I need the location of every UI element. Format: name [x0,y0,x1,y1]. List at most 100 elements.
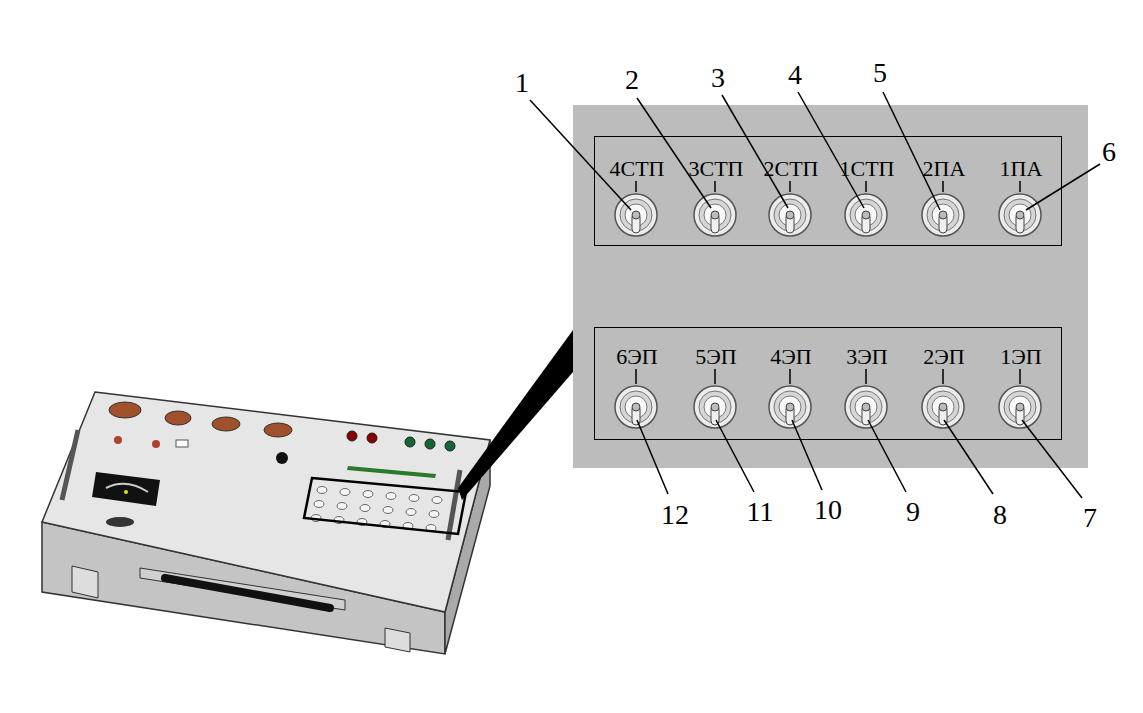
meter [92,472,160,506]
switch-label: 3ЭП [846,345,887,369]
mini-switch [429,511,439,518]
knob [212,417,240,431]
callout-number: 1 [515,68,529,98]
leader-line [792,420,822,490]
toggle-switch [845,386,887,428]
button [347,431,357,441]
switch-group-box: 4СТП 3СТП 2СТП 1СТП 2ПА 1ПА [594,136,1062,246]
toggle-switch [922,386,964,428]
leader-line [944,420,993,494]
leader-line [1022,420,1082,498]
switch-pivot [786,211,794,219]
switch-pivot [1016,403,1024,411]
zoom-frame [304,478,466,534]
grip [62,430,78,500]
switch-label: 5ЭП [695,345,736,369]
latch [72,566,98,598]
callout-number: 12 [661,500,689,530]
tick [714,369,716,384]
case-top [42,392,490,612]
button [405,437,415,447]
leader-line [637,98,711,208]
mini-switch [360,505,370,512]
leader-line [637,420,668,494]
switch-label: 4СТП [610,157,665,181]
tick [942,181,944,192]
button [445,441,455,451]
switch-pivot [939,403,947,411]
lamp [114,436,122,444]
tick [635,181,637,192]
button [425,439,435,449]
latch [385,628,410,652]
toggle-switch [999,194,1041,236]
switch-label: 3СТП [689,157,744,181]
handle-base [140,568,345,610]
switch-pivot [1016,211,1024,219]
toggle-switch [845,194,887,236]
callout-number: 7 [1083,503,1097,533]
switch-label: 1ПА [1000,157,1043,181]
leader-line [883,92,940,210]
callout-number: 2 [625,65,639,95]
tick [1019,181,1021,192]
leader-line [798,92,864,208]
knob [165,411,191,425]
switch-pivot [632,403,640,411]
switch-pivot [786,403,794,411]
switch-label: 6ЭП [616,345,657,369]
tick [789,369,791,384]
mini-switch [317,487,327,494]
mini-switch [386,493,396,500]
switch-label: 2СТП [764,157,819,181]
toggle-switch [694,386,736,428]
panel [573,105,1088,468]
tick [635,369,637,384]
callout-number: 8 [993,500,1007,530]
tick [789,181,791,192]
mini-switch [314,501,324,508]
tick [865,181,867,192]
mini-switch [340,489,350,496]
knob [109,402,141,418]
leader-lines [530,92,1100,498]
callout-number: 10 [814,495,842,525]
leader-line [868,420,906,492]
callout-number: 5 [873,58,887,88]
callout-number: 9 [906,497,920,527]
switch-label: 4ЭП [770,345,811,369]
switch-pivot [862,211,870,219]
leader-line [716,420,754,492]
switch-pivot [862,403,870,411]
meter-dot [124,490,128,494]
switch-label: 1СТП [840,157,895,181]
callout-number: 11 [747,497,774,527]
callout-number: 4 [788,60,802,90]
mini-switch [409,495,419,502]
switch-pivot [711,211,719,219]
lamp [152,440,160,448]
leader-line [530,100,631,210]
knob [276,452,288,464]
switch-label: 2ЭП [923,345,964,369]
mini-switch [406,509,416,516]
tick [714,181,716,192]
tick [942,369,944,384]
strip [347,466,436,478]
toggle-switch [922,194,964,236]
tick [865,369,867,384]
switch-pivot [632,211,640,219]
button [367,433,377,443]
switches [615,181,1041,428]
zoom-wedge [458,330,573,500]
mini-switch [363,491,373,498]
toggle-switch [769,194,811,236]
small-switch [176,440,188,447]
mini-switch [337,503,347,510]
callout-number: 3 [711,63,725,93]
switch-group-box: 6ЭП5ЭП4ЭП3ЭП2ЭП1ЭП [594,327,1062,440]
toggle-switch [615,386,657,428]
switch-label: 2ПА [923,157,966,181]
handle [165,578,330,608]
